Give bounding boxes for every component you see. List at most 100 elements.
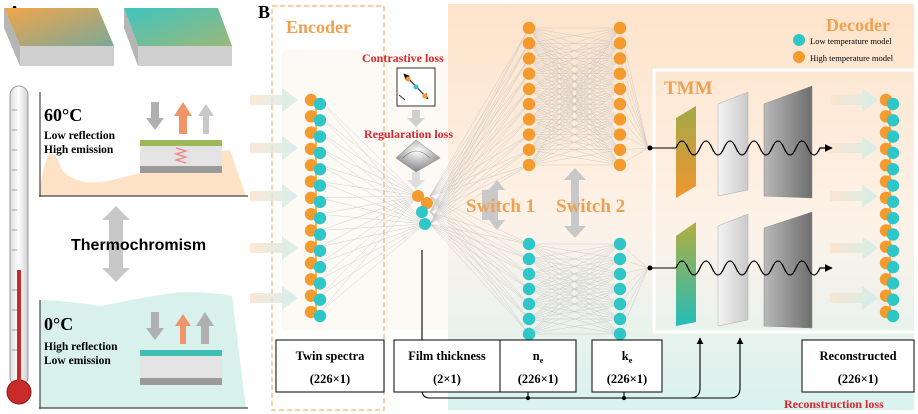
decoder-node-high — [613, 21, 627, 35]
material-block-cold — [124, 8, 232, 66]
connection-line — [429, 43, 530, 213]
decoder-node-low — [522, 312, 536, 326]
ke-title: ke — [622, 349, 633, 365]
connection-line — [429, 27, 530, 197]
encoder-node — [313, 163, 327, 176]
connection-line — [429, 88, 530, 225]
encoder-label: Encoder — [286, 17, 351, 37]
connection-line — [619, 27, 649, 149]
output-node — [886, 309, 900, 323]
connection-line — [429, 27, 530, 213]
switch-2-label: Switch 2 — [556, 196, 625, 217]
connection-line — [319, 148, 426, 225]
output-node — [886, 97, 900, 111]
decoder-node-high — [522, 143, 536, 156]
connection-line — [319, 195, 419, 215]
decoder-node-high — [522, 128, 536, 141]
encoder-input-layer — [304, 93, 327, 323]
connection-line — [319, 165, 419, 197]
encoder-node — [313, 293, 327, 306]
decoder-hidden-layer-2-low — [613, 237, 627, 341]
connection-line — [528, 134, 621, 166]
connection-line — [429, 223, 530, 305]
output-layer — [879, 93, 900, 323]
connection-line — [319, 132, 419, 197]
connection-line — [528, 27, 621, 90]
switch-1-arrow-icon — [482, 180, 505, 230]
connection-line — [528, 27, 621, 59]
connection-line — [319, 195, 419, 199]
decoder-node-high — [522, 82, 536, 96]
connection-line — [528, 43, 621, 166]
tmm-box — [652, 68, 918, 334]
legend: Low temperature model High temperature m… — [793, 34, 894, 63]
ne-box: ne (226×1) — [499, 339, 577, 393]
decoder-node-high — [613, 158, 627, 172]
tmm-low-stack — [647, 211, 833, 329]
connection-line — [429, 211, 530, 275]
connection-line — [429, 223, 530, 290]
reconstruction-loss-label: Reconstruction loss — [784, 397, 884, 411]
connection-line — [528, 243, 621, 335]
encoder-node — [313, 228, 327, 241]
connection-line — [528, 273, 621, 335]
output-node — [886, 114, 900, 127]
decoder-node-high — [522, 97, 536, 111]
connection-line — [429, 73, 530, 197]
contrastive-loss-icon — [396, 67, 436, 107]
connection-line — [319, 165, 426, 225]
connection-line — [619, 267, 649, 320]
connection-line — [429, 119, 530, 197]
connection-line — [429, 73, 530, 213]
connection-line — [528, 27, 621, 150]
decoder-node-high — [613, 128, 627, 141]
decoder-hidden-layer-1-low — [522, 237, 536, 341]
legend-orange-dot — [793, 51, 805, 63]
ke-dim: (226×1) — [607, 372, 647, 386]
cold-layer-stack — [140, 350, 222, 385]
cold-arrows-icon — [146, 312, 214, 344]
decoder-node-high — [613, 143, 627, 156]
ne-dim: (226×1) — [518, 372, 558, 386]
encoder-node — [313, 130, 327, 143]
connection-line — [429, 223, 530, 245]
cold-line1: High reflection — [44, 341, 118, 353]
connection-line — [528, 27, 621, 166]
connection-line — [319, 195, 419, 280]
connection-line — [319, 181, 426, 225]
cold-line2: Low emission — [44, 355, 111, 367]
latent-node — [412, 190, 424, 202]
ke-box: ke (226×1) — [591, 339, 663, 393]
twin-spectra-box: Twin spectra (226×1) — [275, 339, 385, 393]
connection-line — [429, 149, 530, 197]
decoder-node-high — [613, 52, 627, 65]
output-node — [886, 244, 900, 257]
reconstructed-title: Reconstructed — [819, 349, 896, 363]
cold-temperature: 0°C — [44, 314, 73, 334]
connection-line — [429, 58, 530, 225]
connection-line — [429, 27, 530, 225]
decoder-node-high — [522, 113, 536, 126]
hot-layer-stack — [140, 140, 222, 173]
encoder-node — [313, 97, 327, 111]
switch-2-arrow-icon — [564, 168, 586, 238]
connection-line — [528, 243, 621, 320]
connection-line — [619, 88, 649, 149]
connection-line — [429, 103, 530, 197]
output-node — [886, 228, 900, 241]
connection-line — [429, 195, 530, 320]
switch-1-label: Switch 1 — [466, 196, 535, 217]
latent-node — [416, 206, 428, 218]
reconstructed-box: Reconstructed (226×1) — [801, 339, 915, 393]
connection-line — [319, 116, 419, 197]
connection-line — [319, 213, 426, 225]
connection-line — [528, 27, 621, 44]
connection-line — [429, 223, 530, 260]
connection-line — [528, 119, 621, 166]
panel-b: B Encoder Decoder Low temperature model … — [250, 2, 918, 411]
decoder-node-low — [522, 297, 536, 311]
connection-line — [528, 303, 621, 335]
connection-line — [528, 88, 621, 166]
network-connections — [319, 27, 649, 335]
